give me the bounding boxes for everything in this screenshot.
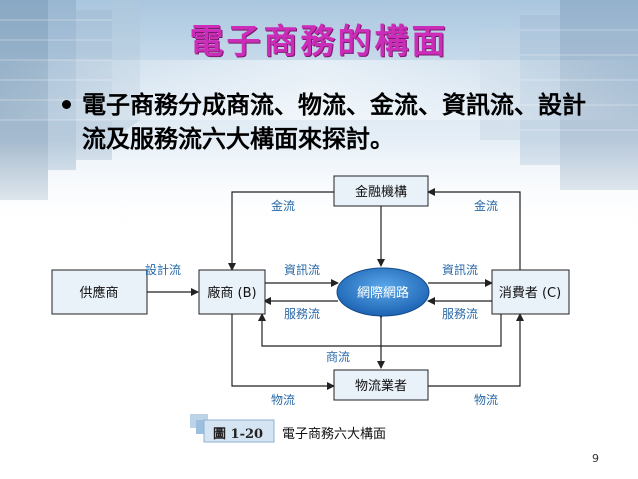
- label-info-right: 資訊流: [442, 262, 478, 277]
- figure-number: 圖 1-20: [213, 427, 264, 442]
- node-supplier-label: 供應商: [79, 285, 118, 301]
- figure-caption: 電子商務六大構面: [282, 427, 387, 442]
- bullet-marker: [62, 100, 71, 109]
- edge-money-left: [228, 191, 334, 271]
- node-consumer-label: 消費者 (C): [499, 286, 561, 301]
- edge-logistics-right: [428, 313, 524, 387]
- node-logistics-label: 物流業者: [355, 378, 407, 394]
- node-consumer: [491, 269, 570, 315]
- label-service-left: 服務流: [284, 307, 320, 321]
- edge-logistics-left: [231, 314, 335, 390]
- slide-title: 電子商務的構面: [189, 22, 449, 62]
- label-logistics-left: 物流: [271, 393, 295, 407]
- edge-commerce: [258, 313, 502, 347]
- node-logistics: [333, 369, 429, 401]
- label-info-left: 資訊流: [284, 262, 320, 277]
- node-network: [336, 267, 430, 317]
- page-number: 9: [592, 452, 599, 465]
- label-service-right: 服務流: [442, 307, 478, 321]
- label-commerce: 商流: [326, 349, 350, 364]
- label-money-left: 金流: [271, 198, 295, 213]
- edge-money-right: [427, 188, 521, 270]
- label-money-right: 金流: [474, 198, 498, 213]
- figure-number-badge: [203, 419, 275, 443]
- node-manufacturer-label: 廠商 (B): [207, 285, 256, 301]
- node-finance-label: 金融機構: [355, 184, 407, 200]
- bullet-text: 電子商務分成商流、物流、金流、資訊流、設計流及服務流六大構面來探討。: [82, 91, 586, 153]
- node-network-label: 網際網路: [357, 285, 409, 301]
- node-finance: [333, 175, 429, 207]
- label-logistics-right: 物流: [474, 393, 498, 407]
- node-supplier: [51, 269, 148, 315]
- node-manufacturer: [198, 269, 266, 315]
- label-design-flow: 設計流: [145, 262, 181, 277]
